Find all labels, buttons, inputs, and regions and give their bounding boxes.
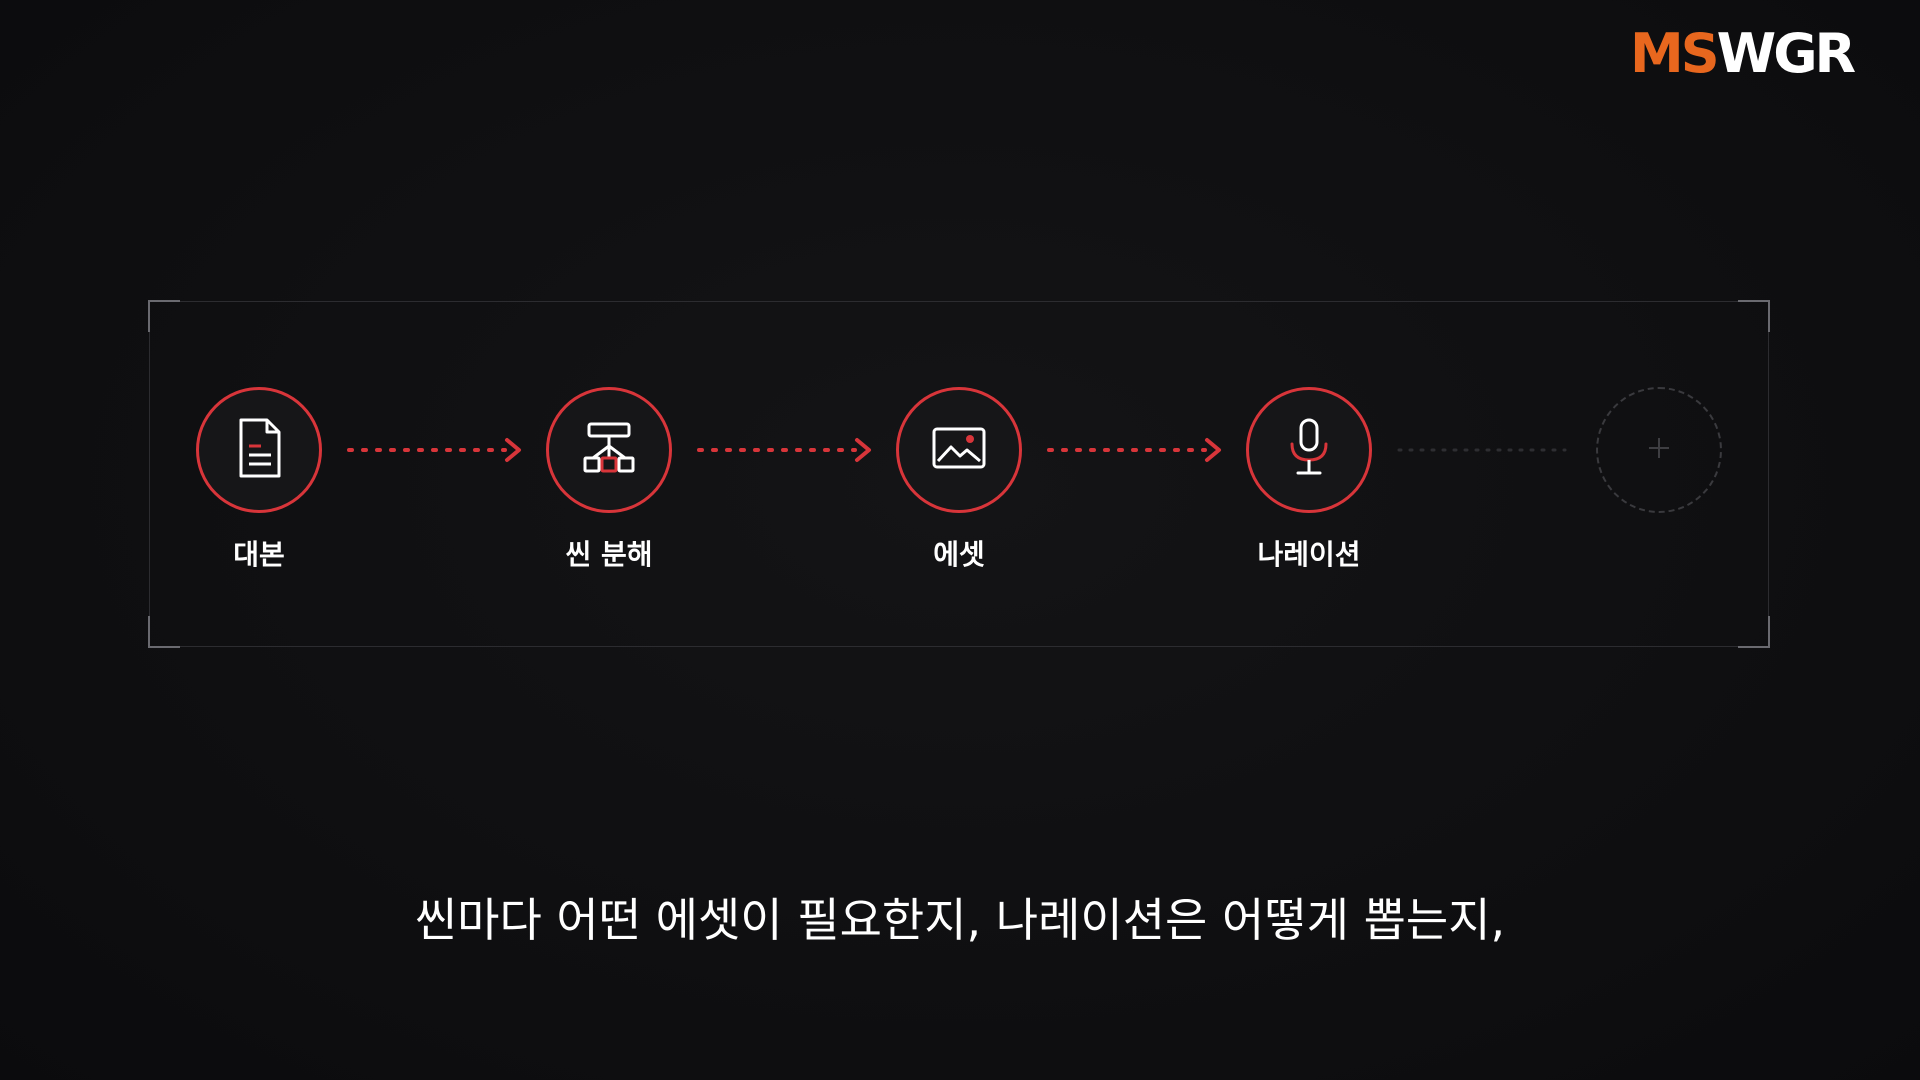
hierarchy-icon	[579, 418, 639, 482]
plus-icon	[1644, 433, 1674, 467]
corner-bracket	[148, 616, 180, 648]
pipeline-panel	[148, 300, 1770, 648]
step-scene-node	[546, 387, 672, 513]
corner-bracket	[1738, 616, 1770, 648]
step-narration-label: 나레이션	[1257, 538, 1361, 571]
microphone-icon	[1284, 416, 1334, 484]
document-icon	[231, 416, 287, 484]
dotted-arrow	[347, 438, 521, 462]
dotted-arrow	[1047, 438, 1221, 462]
step-narration-node	[1246, 387, 1372, 513]
step-asset-label: 에셋	[933, 538, 985, 571]
caption-subtitle: 씬마다 어떤 에셋이 필요한지, 나레이션은 어떻게 뽑는지,	[414, 893, 1506, 947]
step-script-node	[196, 387, 322, 513]
logo-ms: MS	[1630, 22, 1720, 85]
step-scene-label: 씬 분해	[565, 538, 653, 571]
brand-logo: MSWGR	[1630, 22, 1856, 85]
logo-wgr: WGR	[1716, 22, 1856, 85]
dotted-arrow	[697, 438, 871, 462]
step-asset-node	[896, 387, 1022, 513]
step-placeholder-node	[1596, 387, 1722, 513]
image-icon	[929, 423, 989, 477]
step-script-label: 대본	[233, 538, 285, 571]
corner-bracket	[148, 300, 180, 332]
corner-bracket	[1738, 300, 1770, 332]
faint-dotted-line	[1397, 448, 1567, 452]
